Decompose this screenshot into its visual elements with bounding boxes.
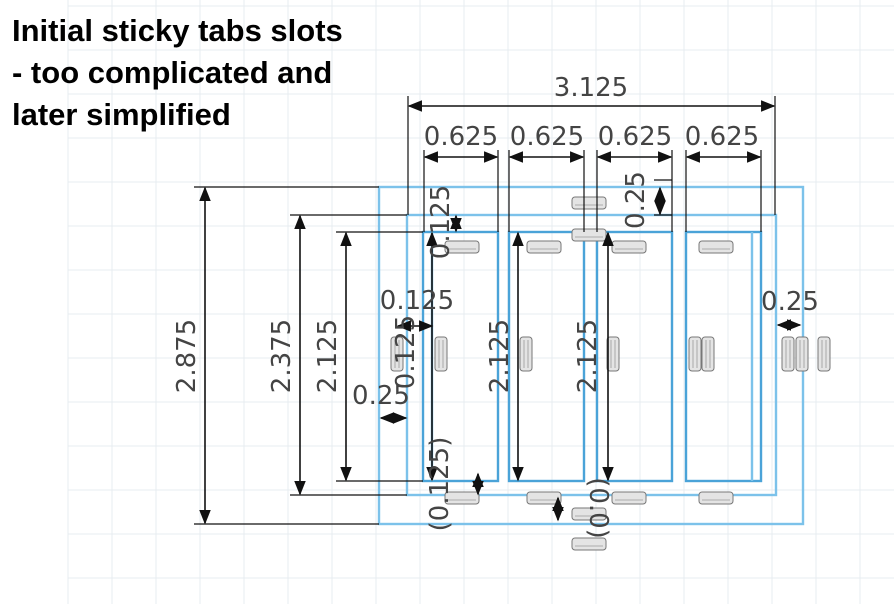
label-height-inner: 2.125 bbox=[313, 319, 343, 393]
column-slot-4 bbox=[684, 230, 763, 483]
label-col-height-1: 2.125 bbox=[485, 319, 515, 393]
label-overall-width: 3.125 bbox=[554, 73, 628, 103]
extension-lines bbox=[194, 96, 776, 525]
label-col-width-1: 0.625 bbox=[424, 122, 498, 152]
label-right-gap: 0.25 bbox=[761, 287, 819, 317]
dimension-labels: 3.125 0.625 0.625 0.625 0.625 2.875 2.37… bbox=[172, 73, 819, 539]
tab-top-2 bbox=[526, 240, 562, 254]
label-top-gap: 0.25 bbox=[621, 171, 651, 229]
label-top-small: 0.125 bbox=[426, 185, 456, 259]
label-height-outer: 2.875 bbox=[172, 319, 202, 393]
tab-col4-left bbox=[688, 336, 702, 372]
label-height-mid: 2.375 bbox=[267, 319, 297, 393]
label-col-width-4: 0.625 bbox=[685, 122, 759, 152]
middle-frame bbox=[405, 213, 778, 497]
label-col-height-2: 2.125 bbox=[573, 319, 603, 393]
tab-right-mid bbox=[795, 336, 809, 372]
label-col-width-2: 0.625 bbox=[510, 122, 584, 152]
caption-line-1: Initial sticky tabs slots bbox=[12, 13, 343, 48]
tab-bottom-3 bbox=[611, 491, 647, 505]
dimension-lines bbox=[199, 100, 802, 525]
tab-bottom-2 bbox=[526, 491, 562, 505]
tab-top-4 bbox=[698, 240, 734, 254]
tab-top-3 bbox=[611, 240, 647, 254]
tab-bottom-center-b bbox=[571, 537, 607, 551]
label-left-gap: 0.25 bbox=[352, 381, 410, 411]
tab-col4-right bbox=[701, 336, 715, 372]
label-bottom-small: (0.125) bbox=[425, 437, 455, 532]
column-slot-2 bbox=[507, 230, 586, 483]
tab-left-inner bbox=[434, 336, 448, 372]
label-left-small: 0.125 bbox=[380, 286, 454, 316]
label-col-width-3: 0.625 bbox=[598, 122, 672, 152]
tab-right-outer bbox=[817, 336, 831, 372]
caption-line-3: later simplified bbox=[12, 97, 231, 132]
tab-top-center bbox=[571, 196, 607, 210]
caption-line-2: - too complicated and bbox=[12, 55, 333, 90]
column-slot-3 bbox=[595, 230, 674, 483]
tab-right-inner bbox=[781, 336, 795, 372]
label-left-small-b: 0.125 bbox=[391, 315, 421, 389]
tab-bottom-4 bbox=[698, 491, 734, 505]
label-bottom-mid: (0.0) bbox=[583, 477, 613, 539]
caption: Initial sticky tabs slots - too complica… bbox=[12, 10, 432, 136]
tab-col2-left bbox=[519, 336, 533, 372]
tab-top-center-b bbox=[571, 228, 607, 242]
